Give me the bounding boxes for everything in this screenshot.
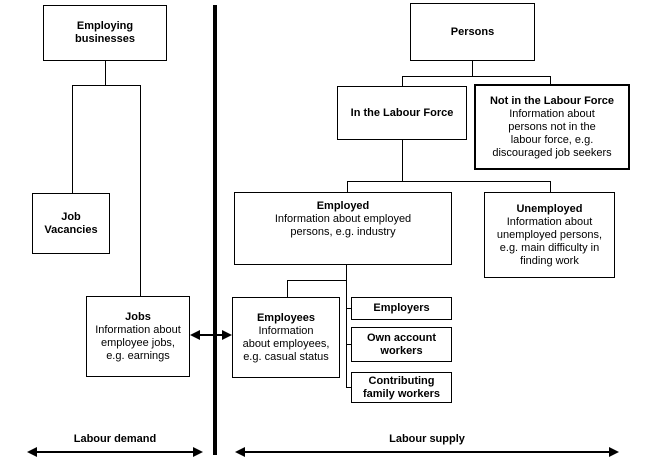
arrowhead-right-icon [609,447,619,457]
box-title: Employers [373,302,430,314]
box-title: Job Vacancies [44,210,98,236]
connector [550,76,551,84]
box-body-line: labour force, e.g. [510,133,594,146]
labour-demand-label: Labour demand [73,433,157,445]
box-body-line: e.g. main difficulty in [499,241,600,254]
connector [402,76,551,77]
connector [402,76,403,86]
box-body-line: persons not in the [508,120,596,133]
box-in-the-labour-force: In the Labour Force [337,86,467,140]
box-body-line: Information about [95,323,181,336]
box-title: Unemployed [516,202,583,215]
box-not-in-the-labour-force: Not in the Labour Force Information abou… [474,84,630,170]
connector [472,61,473,76]
box-body-line: e.g. casual status [243,350,329,363]
arrowhead-right-icon [193,447,203,457]
connector [346,265,347,388]
connector [72,85,73,193]
box-unemployed: Unemployed Information about unemployed … [484,192,615,278]
connector [346,344,352,345]
box-title: Persons [450,25,495,38]
box-body-line: persons, e.g. industry [290,226,396,238]
box-title: Employing businesses [75,20,135,45]
arrowhead-left-icon [190,330,200,340]
box-body-line: Information about [506,215,593,228]
connector [550,181,551,192]
labour-supply-double-arrow-icon [235,446,619,458]
box-body-line: employee jobs, [101,336,175,349]
labour-supply-label: Labour supply [389,433,465,445]
box-title: Employees [256,311,316,324]
box-body-line: Information about employed [274,213,412,225]
arrow-shaft [197,334,225,336]
box-title: Own account workers [366,331,437,357]
box-body-line: Information [258,324,314,337]
box-own-account-workers: Own account workers [351,327,452,362]
box-title: Employed [316,200,370,212]
labour-demand-double-arrow-icon [27,446,203,458]
arrow-shaft [242,451,612,453]
box-title: Contributing family workers [362,374,441,400]
box-contributing-family-workers: Contributing family workers [351,372,452,403]
box-job-vacancies: Job Vacancies [32,193,110,254]
arrowhead-left-icon [235,447,245,457]
connector [105,61,106,85]
box-title: Not in the Labour Force [489,94,615,107]
box-body-line: e.g. earnings [106,349,170,362]
demand-supply-divider [213,5,217,455]
box-body-line: discouraged job seekers [492,146,612,159]
box-body-line: about employees, [242,337,330,350]
arrow-shaft [34,451,196,453]
box-employing-businesses: Employing businesses [43,5,167,61]
jobs-employees-double-arrow-icon [190,329,232,341]
box-employed: Employed Information about employed pers… [234,192,452,265]
arrowhead-left-icon [27,447,37,457]
arrowhead-right-icon [222,330,232,340]
box-body-line: unemployed persons, [496,228,603,241]
connector [346,308,352,309]
box-employers: Employers [351,297,452,320]
box-employees: Employees Information about employees, e… [232,297,340,378]
connector [402,140,403,181]
connector [346,387,352,388]
box-title: Jobs [125,310,151,323]
connector [140,85,141,296]
connector [287,280,347,281]
box-jobs: Jobs Information about employee jobs, e.… [86,296,190,377]
connector [347,181,348,192]
connector [347,181,551,182]
box-body-line: Information about [509,107,595,120]
box-persons: Persons [410,3,535,61]
connector [287,280,288,297]
connector [72,85,141,86]
box-body-line: finding work [520,254,579,267]
box-title: In the Labour Force [350,106,454,119]
